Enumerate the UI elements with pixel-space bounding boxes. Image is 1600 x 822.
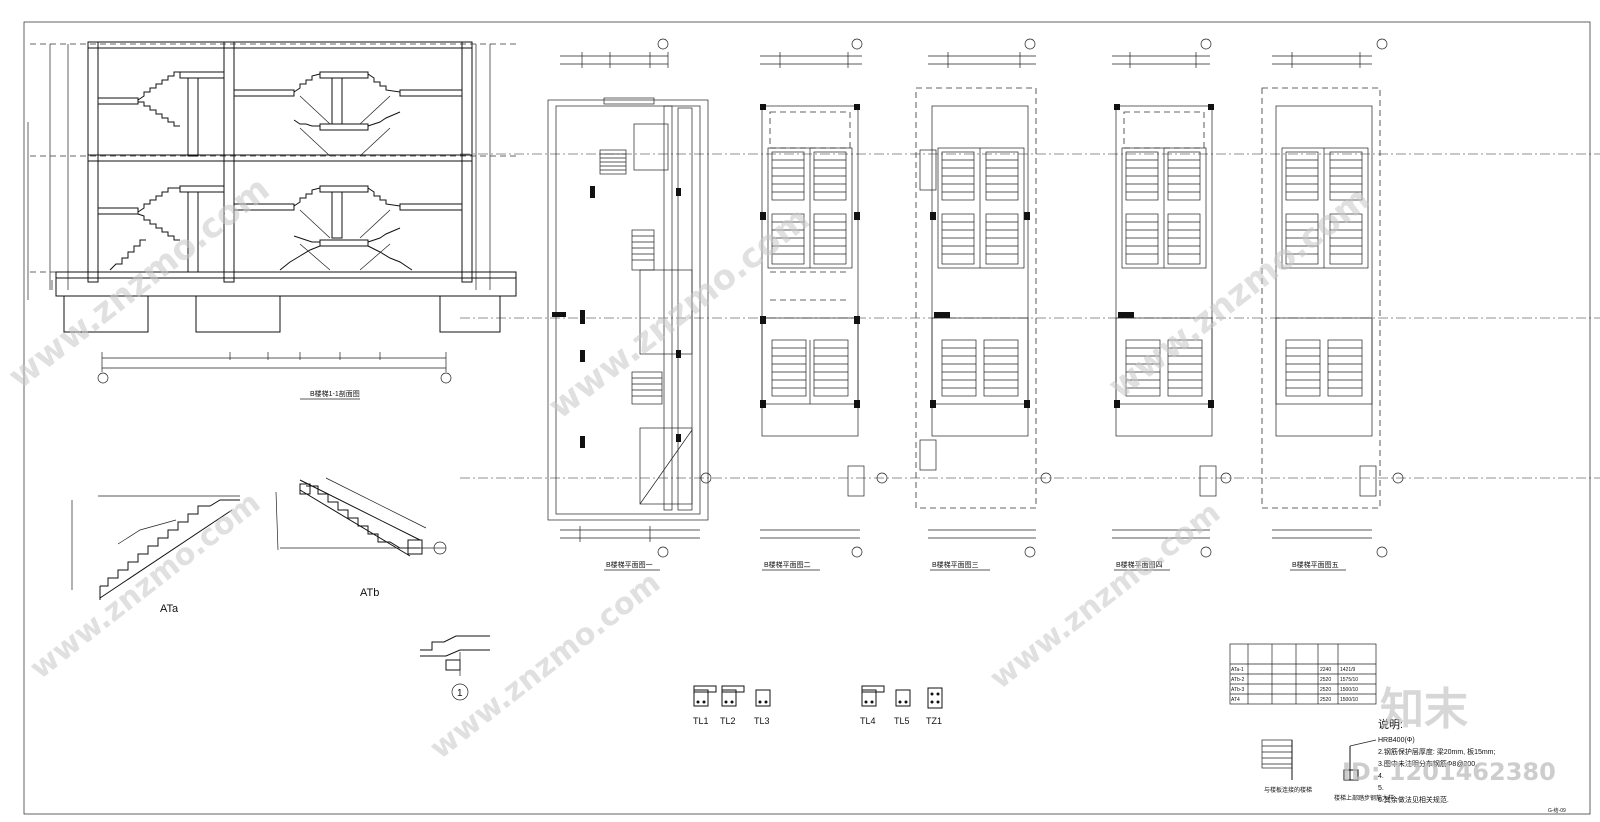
watermark-text: www.znzmo.com [23, 485, 267, 686]
sheet-number: G-结-09 [1548, 807, 1566, 814]
plan-1-title: B楼梯平面图一 [606, 560, 653, 569]
detail-atb: ATb [275, 477, 447, 599]
table-cell: ATb-2 [1231, 677, 1244, 683]
reinforcement-table: ATa-1 2240 1421/9 ATb-2 2520 1575/10 ATb… [1229, 643, 1377, 705]
note-line: 6.其余做法见相关规范. [1378, 795, 1449, 804]
stair-plan-2: B楼梯平面图二 [760, 38, 888, 571]
detail-ata: ATa [71, 495, 240, 615]
beam-label-tl3: TL3 [754, 716, 770, 726]
note-line: HRB400(Φ) [1378, 737, 1415, 744]
table-cell: ATa-1 [1231, 667, 1244, 673]
notes-heading: 说明: [1378, 717, 1403, 731]
stair-plan-3: B楼梯平面图三 [915, 38, 1052, 571]
note-line: 4. [1378, 773, 1384, 780]
plan-3-title: B楼梯平面图三 [932, 560, 979, 569]
bottom-details: 与楼板连接的楼梯 楼梯上部踏步钢筋大样 G-结-09 [1261, 739, 1566, 814]
table-cell: 2520 [1320, 697, 1331, 703]
beam-label-tl1: TL1 [693, 716, 709, 726]
watermark-logo: 知末 [1380, 684, 1468, 735]
detail-ata-label: ATa [160, 603, 179, 615]
watermark-text: www.znzmo.com [983, 495, 1227, 696]
beam-label-tl5: TL5 [894, 716, 910, 726]
table-cell: 1421/9 [1340, 667, 1356, 673]
detail-callout-1: 1 [420, 635, 490, 701]
note-line: 5. [1378, 785, 1384, 792]
stair-plan-1: B楼梯平面图一 [547, 38, 712, 571]
callout-number: 1 [457, 688, 463, 699]
watermark-text: www.znzmo.com [1101, 179, 1377, 407]
table-cell: 1500/10 [1340, 687, 1358, 693]
table-cell: 2520 [1320, 677, 1331, 683]
beam-sections: TL1 TL2 TL3 TL4 TL5 TZ1 [693, 685, 943, 726]
beam-label-tl4: TL4 [860, 716, 876, 726]
plan-4-title: B楼梯平面图四 [1116, 560, 1163, 569]
section-title: B楼梯1-1剖面图 [310, 389, 360, 398]
table-cell: 2240 [1320, 667, 1331, 673]
table-cell: ATb-3 [1231, 687, 1244, 693]
table-cell: AT4 [1231, 697, 1240, 703]
table-cell: 1500/10 [1340, 697, 1358, 703]
stair-section-1-1: B楼梯1-1剖面图 [27, 41, 520, 400]
sheet-border [23, 21, 1591, 815]
table-cell: 1575/10 [1340, 677, 1358, 683]
notes-block: 说明: HRB400(Φ) 2.钢筋保护层厚度: 梁20mm, 板15mm; 3… [1378, 717, 1496, 804]
beam-label-tz1: TZ1 [926, 716, 942, 726]
stair-plan-4: B楼梯平面图四 [1112, 38, 1232, 571]
table-cell: 2520 [1320, 687, 1331, 693]
watermark-id: ID: 1201462380 [1342, 758, 1556, 786]
detail-caption: 楼梯上部踏步钢筋大样 [1334, 794, 1394, 802]
plan-5-title: B楼梯平面图五 [1292, 560, 1339, 569]
plan-2-title: B楼梯平面图二 [764, 560, 811, 569]
beam-label-tl2: TL2 [720, 716, 736, 726]
watermark-text: www.znzmo.com [1, 169, 277, 397]
stair-plan-5: B楼梯平面图五 [1261, 38, 1404, 571]
note-line: 3.图中未注明分布钢筋Φ8@200, [1378, 759, 1477, 768]
detail-caption: 与楼板连接的楼梯 [1264, 786, 1312, 794]
note-line: 2.钢筋保护层厚度: 梁20mm, 板15mm; [1378, 747, 1496, 756]
detail-atb-label: ATb [360, 587, 379, 599]
